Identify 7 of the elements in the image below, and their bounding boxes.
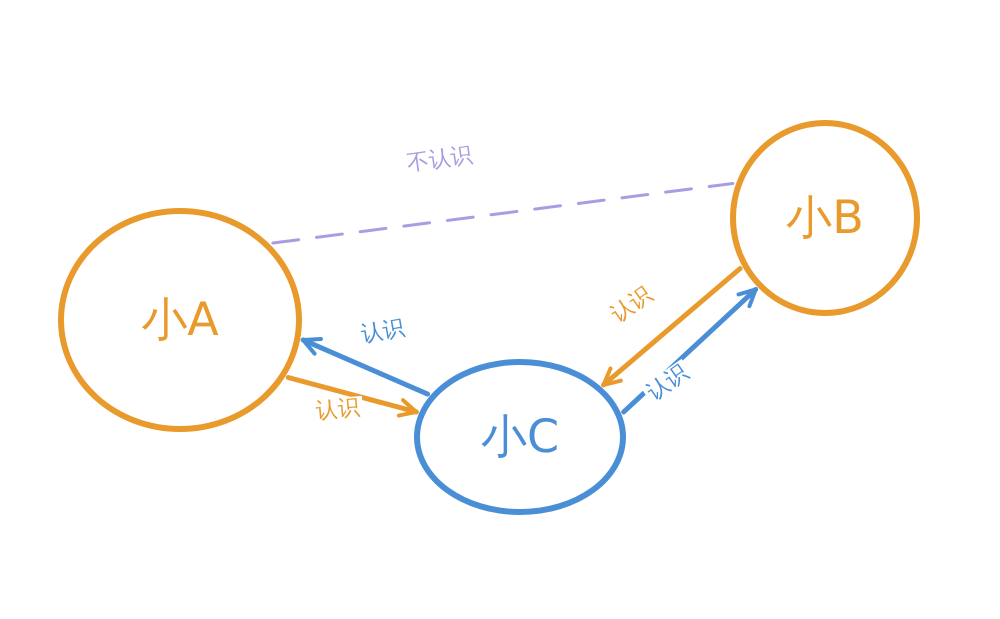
- circle-node: 小B: [730, 120, 920, 316]
- circle-node: 小A: [58, 208, 302, 432]
- circle-node: 小C: [414, 359, 626, 515]
- dashed-line: [271, 182, 734, 245]
- arrow: [601, 266, 743, 388]
- arrow: [300, 337, 430, 397]
- arrow: [286, 375, 419, 418]
